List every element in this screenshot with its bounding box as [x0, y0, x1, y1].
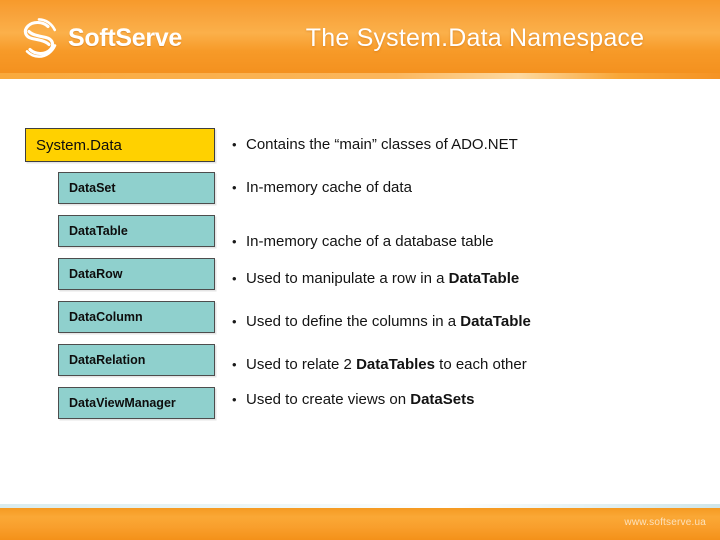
- diagram-node-label: DataRow: [69, 266, 123, 281]
- description-item: • Contains the “main” classes of ADO.NET: [232, 136, 702, 154]
- description-text: Contains the “main” classes of ADO.NET: [246, 136, 518, 153]
- description-item: • In-memory cache of a database table: [232, 233, 702, 251]
- bullet-icon: •: [232, 271, 237, 286]
- header-bottom-edge: [0, 73, 720, 79]
- diagram-node-label: DataSet: [69, 180, 116, 195]
- slide-content: System.Data DataSet DataTable DataRow Da…: [0, 79, 720, 508]
- diagram-node-datarelation[interactable]: DataRelation: [58, 344, 215, 376]
- bullet-icon: •: [232, 137, 237, 152]
- footer-divider: [0, 504, 720, 508]
- bullet-icon: •: [232, 234, 237, 249]
- description-item: • Used to relate 2 DataTables to each ot…: [232, 356, 702, 374]
- diagram-node-root[interactable]: System.Data: [25, 128, 215, 162]
- diagram-node-label: DataTable: [69, 223, 128, 238]
- diagram-node-dataviewmanager[interactable]: DataViewManager: [58, 387, 215, 419]
- description-text: Used to define the columns in a DataTabl…: [246, 313, 531, 330]
- bullet-icon: •: [232, 180, 237, 195]
- description-item: • Used to manipulate a row in a DataTabl…: [232, 270, 702, 288]
- diagram-node-label: DataRelation: [69, 352, 146, 367]
- bullet-icon: •: [232, 392, 237, 407]
- diagram-node-root-label: System.Data: [36, 136, 122, 154]
- description-item: • Used to define the columns in a DataTa…: [232, 313, 702, 331]
- description-item: • Used to create views on DataSets: [232, 391, 702, 409]
- slide-footer-band: www.softserve.ua: [0, 508, 720, 540]
- softserve-s-logo-icon: [18, 16, 60, 60]
- description-text: In-memory cache of data: [246, 179, 412, 196]
- description-text: Used to create views on DataSets: [246, 391, 475, 408]
- diagram-node-label: DataColumn: [69, 309, 143, 324]
- description-text: Used to manipulate a row in a DataTable: [246, 270, 520, 287]
- diagram-node-datacolumn[interactable]: DataColumn: [58, 301, 215, 333]
- footer-website-url[interactable]: www.softserve.ua: [624, 517, 706, 528]
- bullet-icon: •: [232, 357, 237, 372]
- diagram-node-label: DataViewManager: [69, 395, 176, 410]
- brand-logo: SoftServe: [18, 16, 182, 60]
- description-item: • In-memory cache of data: [232, 179, 702, 197]
- description-text: Used to relate 2 DataTables to each othe…: [246, 356, 527, 373]
- description-text: In-memory cache of a database table: [246, 233, 494, 250]
- page-title: The System.Data Namespace: [305, 24, 645, 52]
- diagram-node-dataset[interactable]: DataSet: [58, 172, 215, 204]
- diagram-node-datarow[interactable]: DataRow: [58, 258, 215, 290]
- slide-header-band: [0, 0, 720, 73]
- bullet-icon: •: [232, 314, 237, 329]
- brand-logo-text: SoftServe: [68, 23, 183, 52]
- diagram-node-datatable[interactable]: DataTable: [58, 215, 215, 247]
